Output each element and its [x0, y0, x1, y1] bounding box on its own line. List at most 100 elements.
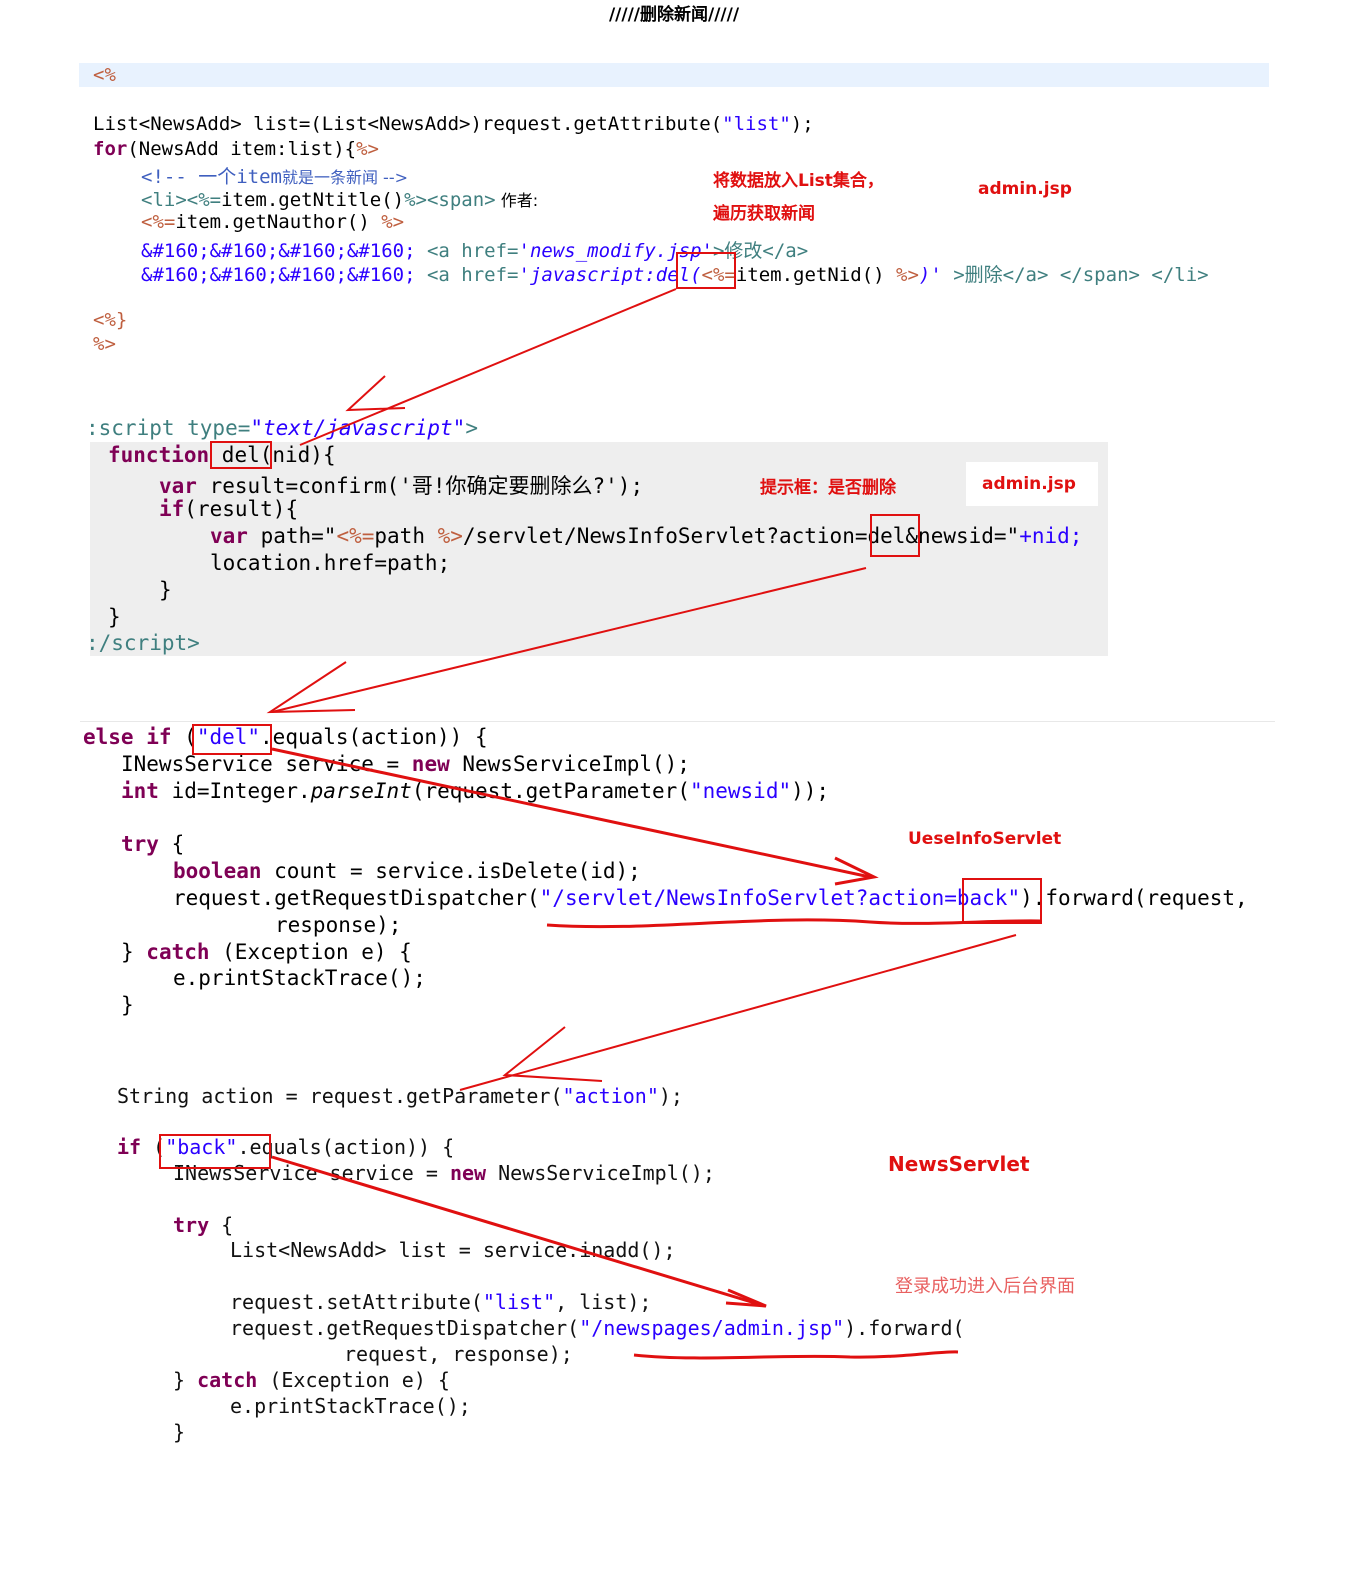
code-line: %> — [93, 333, 116, 355]
code-token: <a href= — [415, 264, 519, 286]
code-token: try — [121, 832, 159, 856]
code-line: } — [159, 578, 172, 602]
code-token: "text/javascript" — [250, 416, 466, 440]
code-token: del(nid){ — [209, 443, 336, 467]
code-token: request, response); — [344, 1342, 573, 1366]
code-line: } — [121, 993, 134, 1017]
code-line: <% — [93, 64, 116, 86]
code-token: INewsService service = — [173, 1161, 450, 1185]
code-token: parseInt — [310, 779, 412, 803]
code-token: <a href= — [415, 240, 519, 262]
code-token: <%} — [93, 309, 128, 331]
code-line: INewsService service = new NewsServiceIm… — [173, 1161, 715, 1185]
code-line: request.getRequestDispatcher("/newspages… — [230, 1316, 965, 1340]
code-token: request.setAttribute( — [230, 1290, 483, 1314]
code-line: boolean count = service.isDelete(id); — [173, 859, 641, 883]
code-token: e.printStackTrace(); — [173, 966, 426, 990]
code-token: "del" — [196, 725, 261, 749]
annotation-admin-jsp-2: admin.jsp — [966, 462, 1098, 506]
annotation-confirm-note: 提示框：是否删除 — [760, 478, 896, 498]
code-token: , list); — [555, 1290, 652, 1314]
code-token: (request.getParameter( — [411, 779, 690, 803]
code-line: function del(nid){ — [108, 443, 336, 467]
code-token: (Exception e) { — [257, 1368, 450, 1392]
code-token: (NewsAdd item:list){ — [127, 138, 357, 160]
code-token: } — [173, 1420, 186, 1444]
code-token: item.getNid() — [735, 264, 897, 286]
code-token: { — [209, 1213, 234, 1237]
code-token: if — [159, 497, 185, 521]
code-token: "newsid" — [689, 779, 792, 803]
code-token: >修改</a> — [712, 240, 809, 262]
code-token: } — [108, 605, 121, 629]
code-token: <% — [93, 64, 116, 86]
code-token: %> — [381, 211, 405, 233]
code-token: &#160;&#160;&#160;&#160; — [141, 264, 416, 286]
code-token: } — [173, 1368, 198, 1392]
code-token: item.getNtitle() — [221, 189, 405, 211]
code-token: var — [210, 524, 248, 548]
code-token: %> — [437, 524, 463, 548]
code-token: (result){ — [184, 497, 299, 521]
code-line: <!-- 一个item就是一条新闻 --> — [141, 162, 408, 189]
code-token: ).forward( — [844, 1316, 965, 1340]
code-token: (Exception e) { — [209, 940, 412, 964]
code-token: "back" — [165, 1135, 238, 1159]
code-token: } — [121, 993, 134, 1017]
code-token: "list" — [722, 113, 791, 135]
code-token: 就是一条新闻 --> — [281, 168, 409, 187]
code-token: var — [159, 474, 197, 498]
code-line: else if ("del".equals(action)) { — [83, 725, 488, 749]
code-token: List<NewsAdd> list=(List<NewsAdd>)reques… — [93, 113, 723, 135]
code-line: <%} — [93, 309, 127, 331]
code-token: <!-- 一个 — [141, 166, 237, 188]
code-token: %> — [896, 264, 919, 286]
arrowhead — [834, 856, 879, 886]
code-token: > — [465, 416, 478, 440]
code-line: } catch (Exception e) { — [173, 1368, 450, 1392]
code-line: List<NewsAdd> list=(List<NewsAdd>)reques… — [93, 113, 814, 135]
jsp-header-band — [79, 63, 1269, 87]
section-divider — [80, 721, 1275, 722]
code-token: %><span> — [404, 189, 496, 211]
code-token: >删除</a> </span> </li> — [941, 264, 1209, 286]
code-token: /servlet/NewsInfoServlet?action=del&news… — [462, 524, 1020, 548]
annotation-login-note: 登录成功进入后台界面 — [895, 1276, 1075, 1297]
code-token: } — [121, 940, 147, 964]
code-token: request.getRequestDispatcher( — [230, 1316, 580, 1340]
code-token: int — [121, 779, 159, 803]
code-token: ( — [141, 1135, 166, 1159]
code-token: )' — [918, 264, 942, 286]
code-line: request.getRequestDispatcher("/servlet/N… — [173, 886, 1248, 910]
code-line: for(NewsAdd item:list){%> — [93, 138, 379, 160]
code-token: path=" — [247, 524, 337, 548]
code-token: result=confirm('哥!你确定要删除么?'); — [196, 474, 644, 498]
code-token: NewsServiceImpl(); — [486, 1161, 715, 1185]
code-token: boolean — [173, 859, 262, 883]
code-token: <li><%= — [141, 189, 222, 211]
code-token: id=Integer. — [158, 779, 311, 803]
code-token: new — [449, 1161, 487, 1185]
code-line: &#160;&#160;&#160;&#160; <a href='javasc… — [141, 260, 1209, 287]
code-line: var result=confirm('哥!你确定要删除么?'); — [159, 470, 643, 500]
code-token: .equals(action)) { — [237, 1135, 455, 1159]
code-token: ); — [790, 113, 814, 135]
code-line: INewsService service = new NewsServiceIm… — [121, 752, 690, 776]
annotation-news-servlet: NewsServlet — [888, 1152, 1030, 1176]
code-line: try { — [121, 832, 184, 856]
code-token: )); — [791, 779, 830, 803]
code-line: &#160;&#160;&#160;&#160; <a href='news_m… — [141, 236, 808, 263]
code-line: e.printStackTrace(); — [230, 1394, 471, 1418]
code-token: "/newspages/admin.jsp" — [579, 1316, 845, 1340]
code-token: 'news_modify.jsp' — [518, 240, 713, 262]
underline-admin-url — [633, 1350, 959, 1360]
code-line: <%=item.getNauthor() %> — [141, 211, 404, 233]
code-token: String action = request.getParameter( — [117, 1084, 563, 1108]
code-token: List<NewsAdd> list = service.inadd(); — [230, 1238, 676, 1262]
annotation-useinfo-servlet: UeseInfoServlet — [908, 829, 1062, 849]
annotation-admin-jsp-1: admin.jsp — [978, 179, 1072, 199]
arrowhead — [345, 375, 406, 412]
code-token: try — [173, 1213, 210, 1237]
code-token: if — [117, 1135, 142, 1159]
code-line: location.href=path; — [210, 551, 450, 575]
